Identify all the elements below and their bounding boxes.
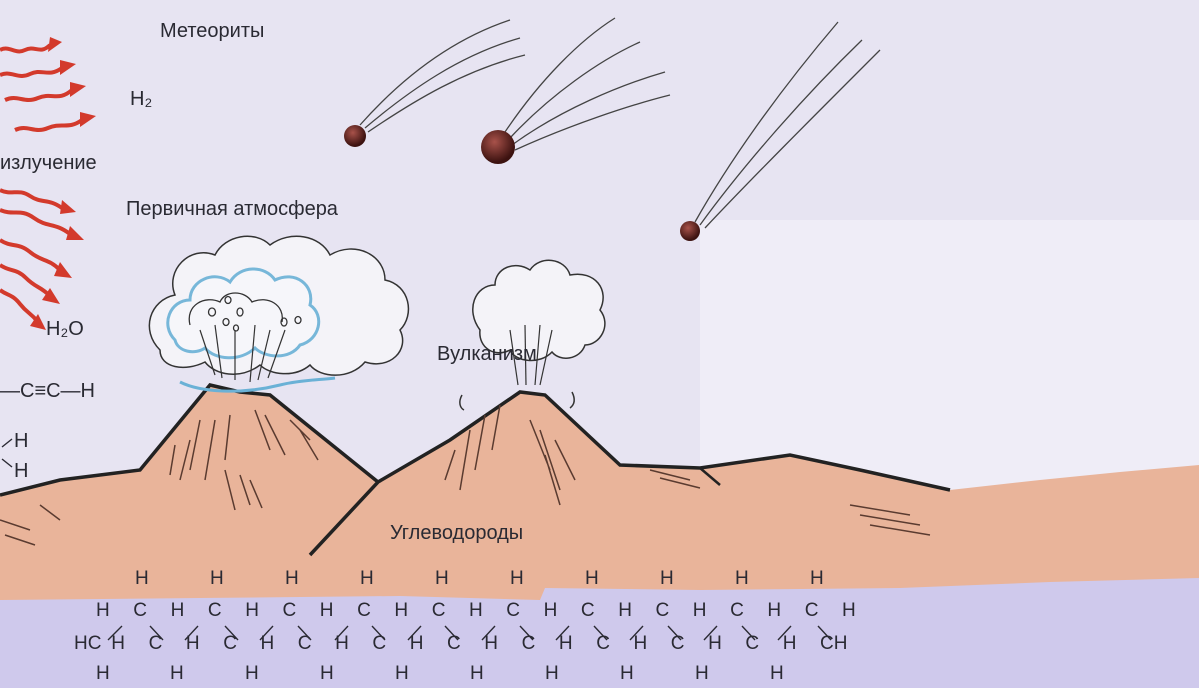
chain-atom: H [394, 600, 408, 622]
chain-atom: C [298, 633, 312, 655]
chain-atom: C [372, 633, 386, 655]
chain-atom: H [285, 568, 299, 590]
chain-atom: C [149, 633, 163, 655]
chain-atom: H [634, 633, 648, 655]
chain-atom: H [469, 600, 483, 622]
chain-atom: H [170, 663, 184, 685]
chain-atom: H [96, 600, 110, 622]
chain-atom: H [96, 663, 110, 685]
chain-atom: H [360, 568, 374, 590]
chain-atom: C [283, 600, 297, 622]
chain-atom: C [596, 633, 610, 655]
chain-atom: H [735, 568, 749, 590]
chain-atom: H [810, 568, 824, 590]
chain-atom: C [357, 600, 371, 622]
chain-atom: H [470, 663, 484, 685]
chain-atom: H [545, 663, 559, 685]
chain-atom: H [767, 600, 781, 622]
label-primary-atmosphere: Первичная атмосфера [126, 198, 338, 221]
chain-atom: H [695, 663, 709, 685]
chain-atom: H [335, 633, 349, 655]
chain-atom: H [395, 663, 409, 685]
chain-atom: H [842, 600, 856, 622]
chain-atom: C [447, 633, 461, 655]
chain-atom: C [805, 600, 819, 622]
label-radiation: излучение [0, 152, 97, 175]
chain-atom: CH [820, 633, 847, 655]
chain-atom: H [245, 600, 259, 622]
label-h2: H₂ [130, 88, 152, 111]
chain-atom: C [656, 600, 670, 622]
chain-atom: H [410, 633, 424, 655]
chain-atom: H [186, 633, 200, 655]
chain-atom: H [320, 663, 334, 685]
chain-atom: H [484, 633, 498, 655]
label-meteorites: Метеориты [160, 20, 264, 43]
chain-atom: H [320, 600, 334, 622]
chain-atom: H [210, 568, 224, 590]
label-hydrocarbons: Углеводороды [390, 522, 523, 545]
label-h2o: H₂O [46, 318, 84, 341]
chain-atom: C [432, 600, 446, 622]
chain-atom: H [559, 633, 573, 655]
left-bonds [0, 425, 20, 480]
chain-atom: H [783, 633, 797, 655]
chain-atom: H [660, 568, 674, 590]
chain-atom: H [618, 600, 632, 622]
chain-atom: H [693, 600, 707, 622]
chain-atom: H [510, 568, 524, 590]
chain-atom: C [133, 600, 147, 622]
chain-atom: H [171, 600, 185, 622]
label-acetylene: —C≡C—H [0, 380, 95, 403]
chain-atom: C [745, 633, 759, 655]
chain-atom: H [135, 568, 149, 590]
chain-atom: C [506, 600, 520, 622]
chain-atom: H [585, 568, 599, 590]
chain-atom: H [620, 663, 634, 685]
chain-atom: C [208, 600, 222, 622]
chain-atom: H [708, 633, 722, 655]
chain-atom: C [671, 633, 685, 655]
chain-atom: C [581, 600, 595, 622]
chain-atom: HC [74, 633, 101, 655]
chain-atom: H [435, 568, 449, 590]
chain-atom: C [223, 633, 237, 655]
chain-atom: H [770, 663, 784, 685]
chain-atom: H [245, 663, 259, 685]
chain-atom: H [261, 633, 275, 655]
chain-atom: H [544, 600, 558, 622]
label-volcanism: Вулканизм [437, 343, 537, 366]
chain-atom: C [522, 633, 536, 655]
chain-atom: H [111, 633, 125, 655]
chain-atom: C [730, 600, 744, 622]
